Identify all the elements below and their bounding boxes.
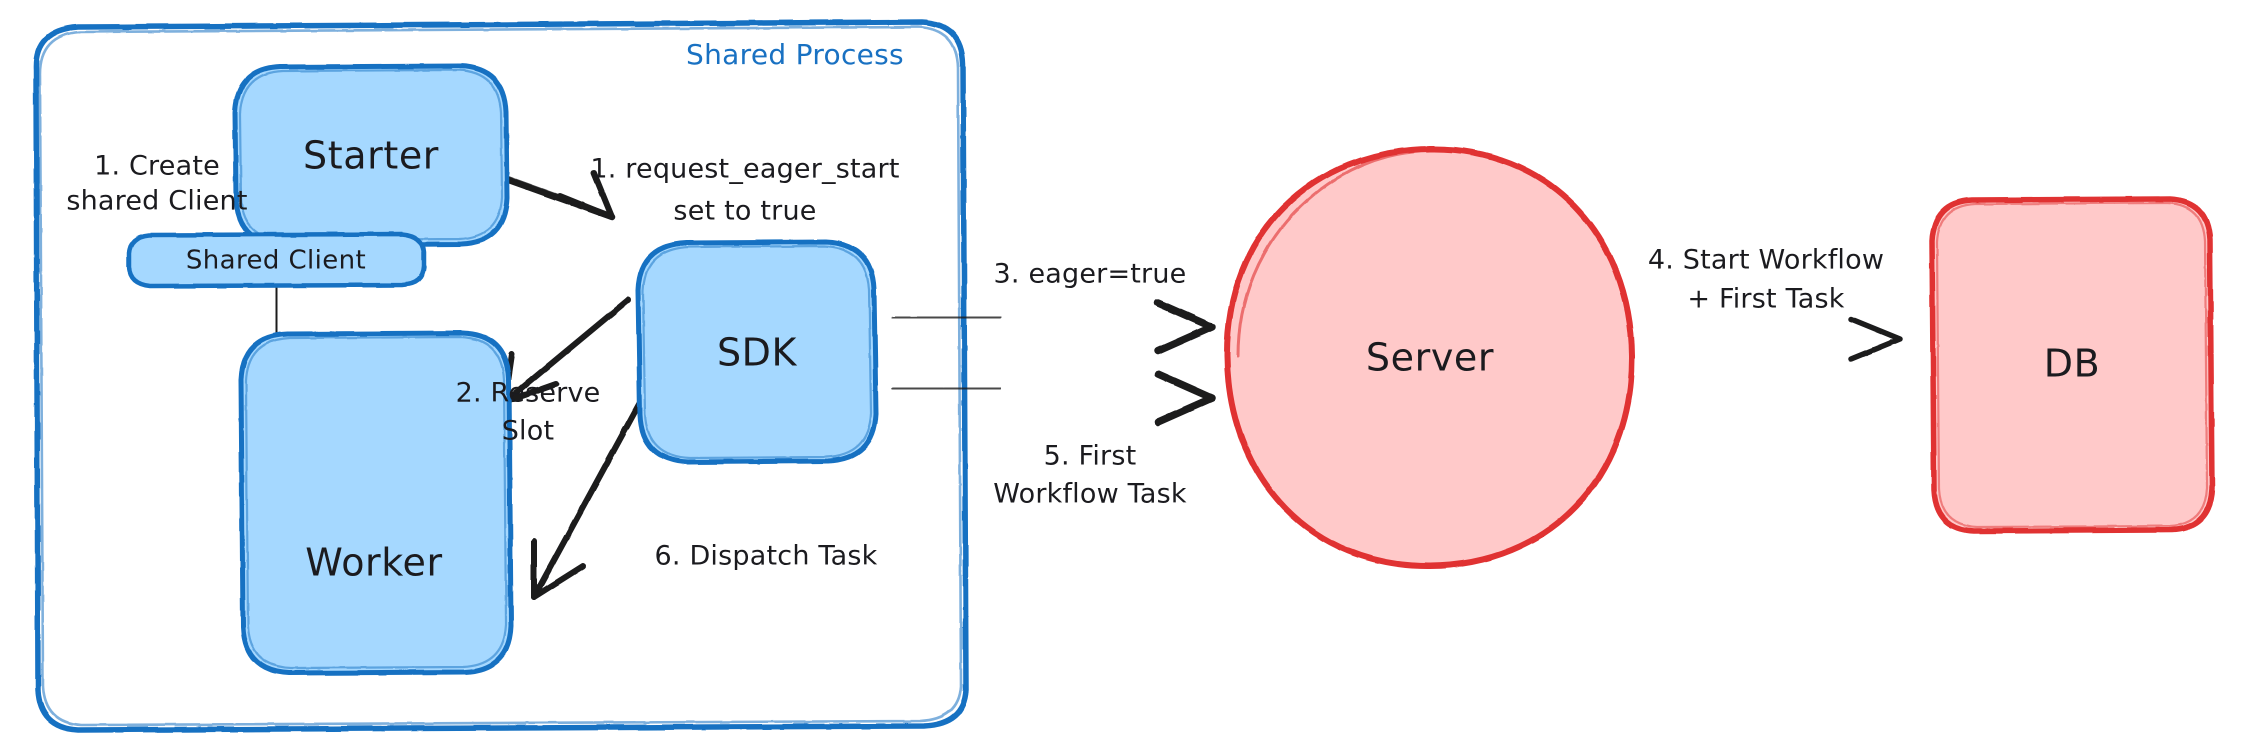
node-worker-shape (238, 330, 514, 676)
node-db-shape-inner (1935, 201, 2209, 529)
node-sdk-shape (635, 239, 879, 465)
label-eager-true-text: 3. eager=true (994, 259, 1187, 290)
node-server-shape-inner (1236, 150, 1415, 358)
label-eager-true: 3. eager=true (994, 259, 1187, 290)
label-create-shared-client: 1. Create shared Client (66, 151, 247, 217)
node-starter-shape-inner (238, 68, 504, 242)
edge-first-workflow-task-arrowhead (1154, 370, 1216, 426)
node-db-shape (1929, 196, 2215, 534)
edge-start-workflow[interactable] (1630, 316, 1903, 362)
node-starter-shape (232, 63, 510, 248)
label-dispatch-task-text: 6. Dispatch Task (655, 541, 878, 572)
label-first-workflow-task-line1: 5. First (1044, 441, 1137, 472)
node-shared-client[interactable]: Shared Client (126, 231, 427, 289)
node-server-shape (1223, 145, 1636, 570)
node-server-label: Server (1366, 336, 1494, 380)
label-dispatch-task: 6. Dispatch Task (655, 541, 878, 572)
label-create-shared-client-line1: 1. Create (94, 151, 220, 182)
node-sdk-label: SDK (717, 331, 798, 375)
label-start-workflow-line2: + First Task (1687, 284, 1844, 315)
node-worker-label: Worker (305, 541, 442, 585)
shared-process-container[interactable]: Shared Process (33, 19, 969, 733)
edge-reserve-slot-line (502, 297, 631, 405)
node-db[interactable]: DB (1929, 196, 2215, 534)
shared-process-border (33, 19, 969, 733)
edge-eager-true[interactable] (886, 299, 1216, 355)
node-sdk-shape-inner (641, 244, 873, 460)
label-request-eager-start: 1. request_eager_start set to true (590, 154, 899, 227)
label-first-workflow-task: 5. First Workflow Task (993, 441, 1187, 510)
edge-request-eager-start-arrowhead (557, 170, 615, 220)
label-request-eager-start-line2: set to true (673, 196, 816, 227)
node-starter[interactable]: Starter (232, 63, 510, 248)
edge-first-workflow-task-line2 (891, 386, 1002, 391)
label-start-workflow: 4. Start Workflow + First Task (1648, 245, 1884, 315)
label-start-workflow-line1: 4. Start Workflow (1648, 245, 1884, 276)
node-sdk[interactable]: SDK (635, 239, 879, 465)
label-request-eager-start-line1: 1. request_eager_start (590, 154, 899, 185)
label-reserve-slot-line1: 2. Reserve (456, 378, 601, 409)
node-worker-shape-inner (244, 335, 508, 670)
node-db-label: DB (2044, 342, 2101, 386)
label-create-shared-client-line2: shared Client (66, 186, 247, 217)
node-server[interactable]: Server (1223, 145, 1636, 570)
node-starter-label: Starter (303, 134, 439, 178)
edge-start-workflow-arrowhead (1848, 316, 1903, 362)
label-first-workflow-task-line2: Workflow Task (993, 479, 1187, 510)
label-reserve-slot-line2: Slot (502, 416, 555, 447)
edge-dispatch-task-arrowhead (531, 538, 586, 600)
node-shared-client-shape (126, 231, 427, 289)
shared-process-label: Shared Process (686, 38, 904, 71)
node-shared-client-label: Shared Client (186, 246, 366, 276)
node-worker[interactable]: Worker (238, 330, 514, 676)
label-reserve-slot: 2. Reserve Slot (456, 378, 601, 447)
edge-first-workflow-task[interactable] (886, 370, 1216, 426)
shared-process-border-inner (38, 25, 963, 727)
edge-eager-true-line2 (891, 315, 1002, 320)
edge-eager-true-arrowhead (1154, 299, 1216, 355)
